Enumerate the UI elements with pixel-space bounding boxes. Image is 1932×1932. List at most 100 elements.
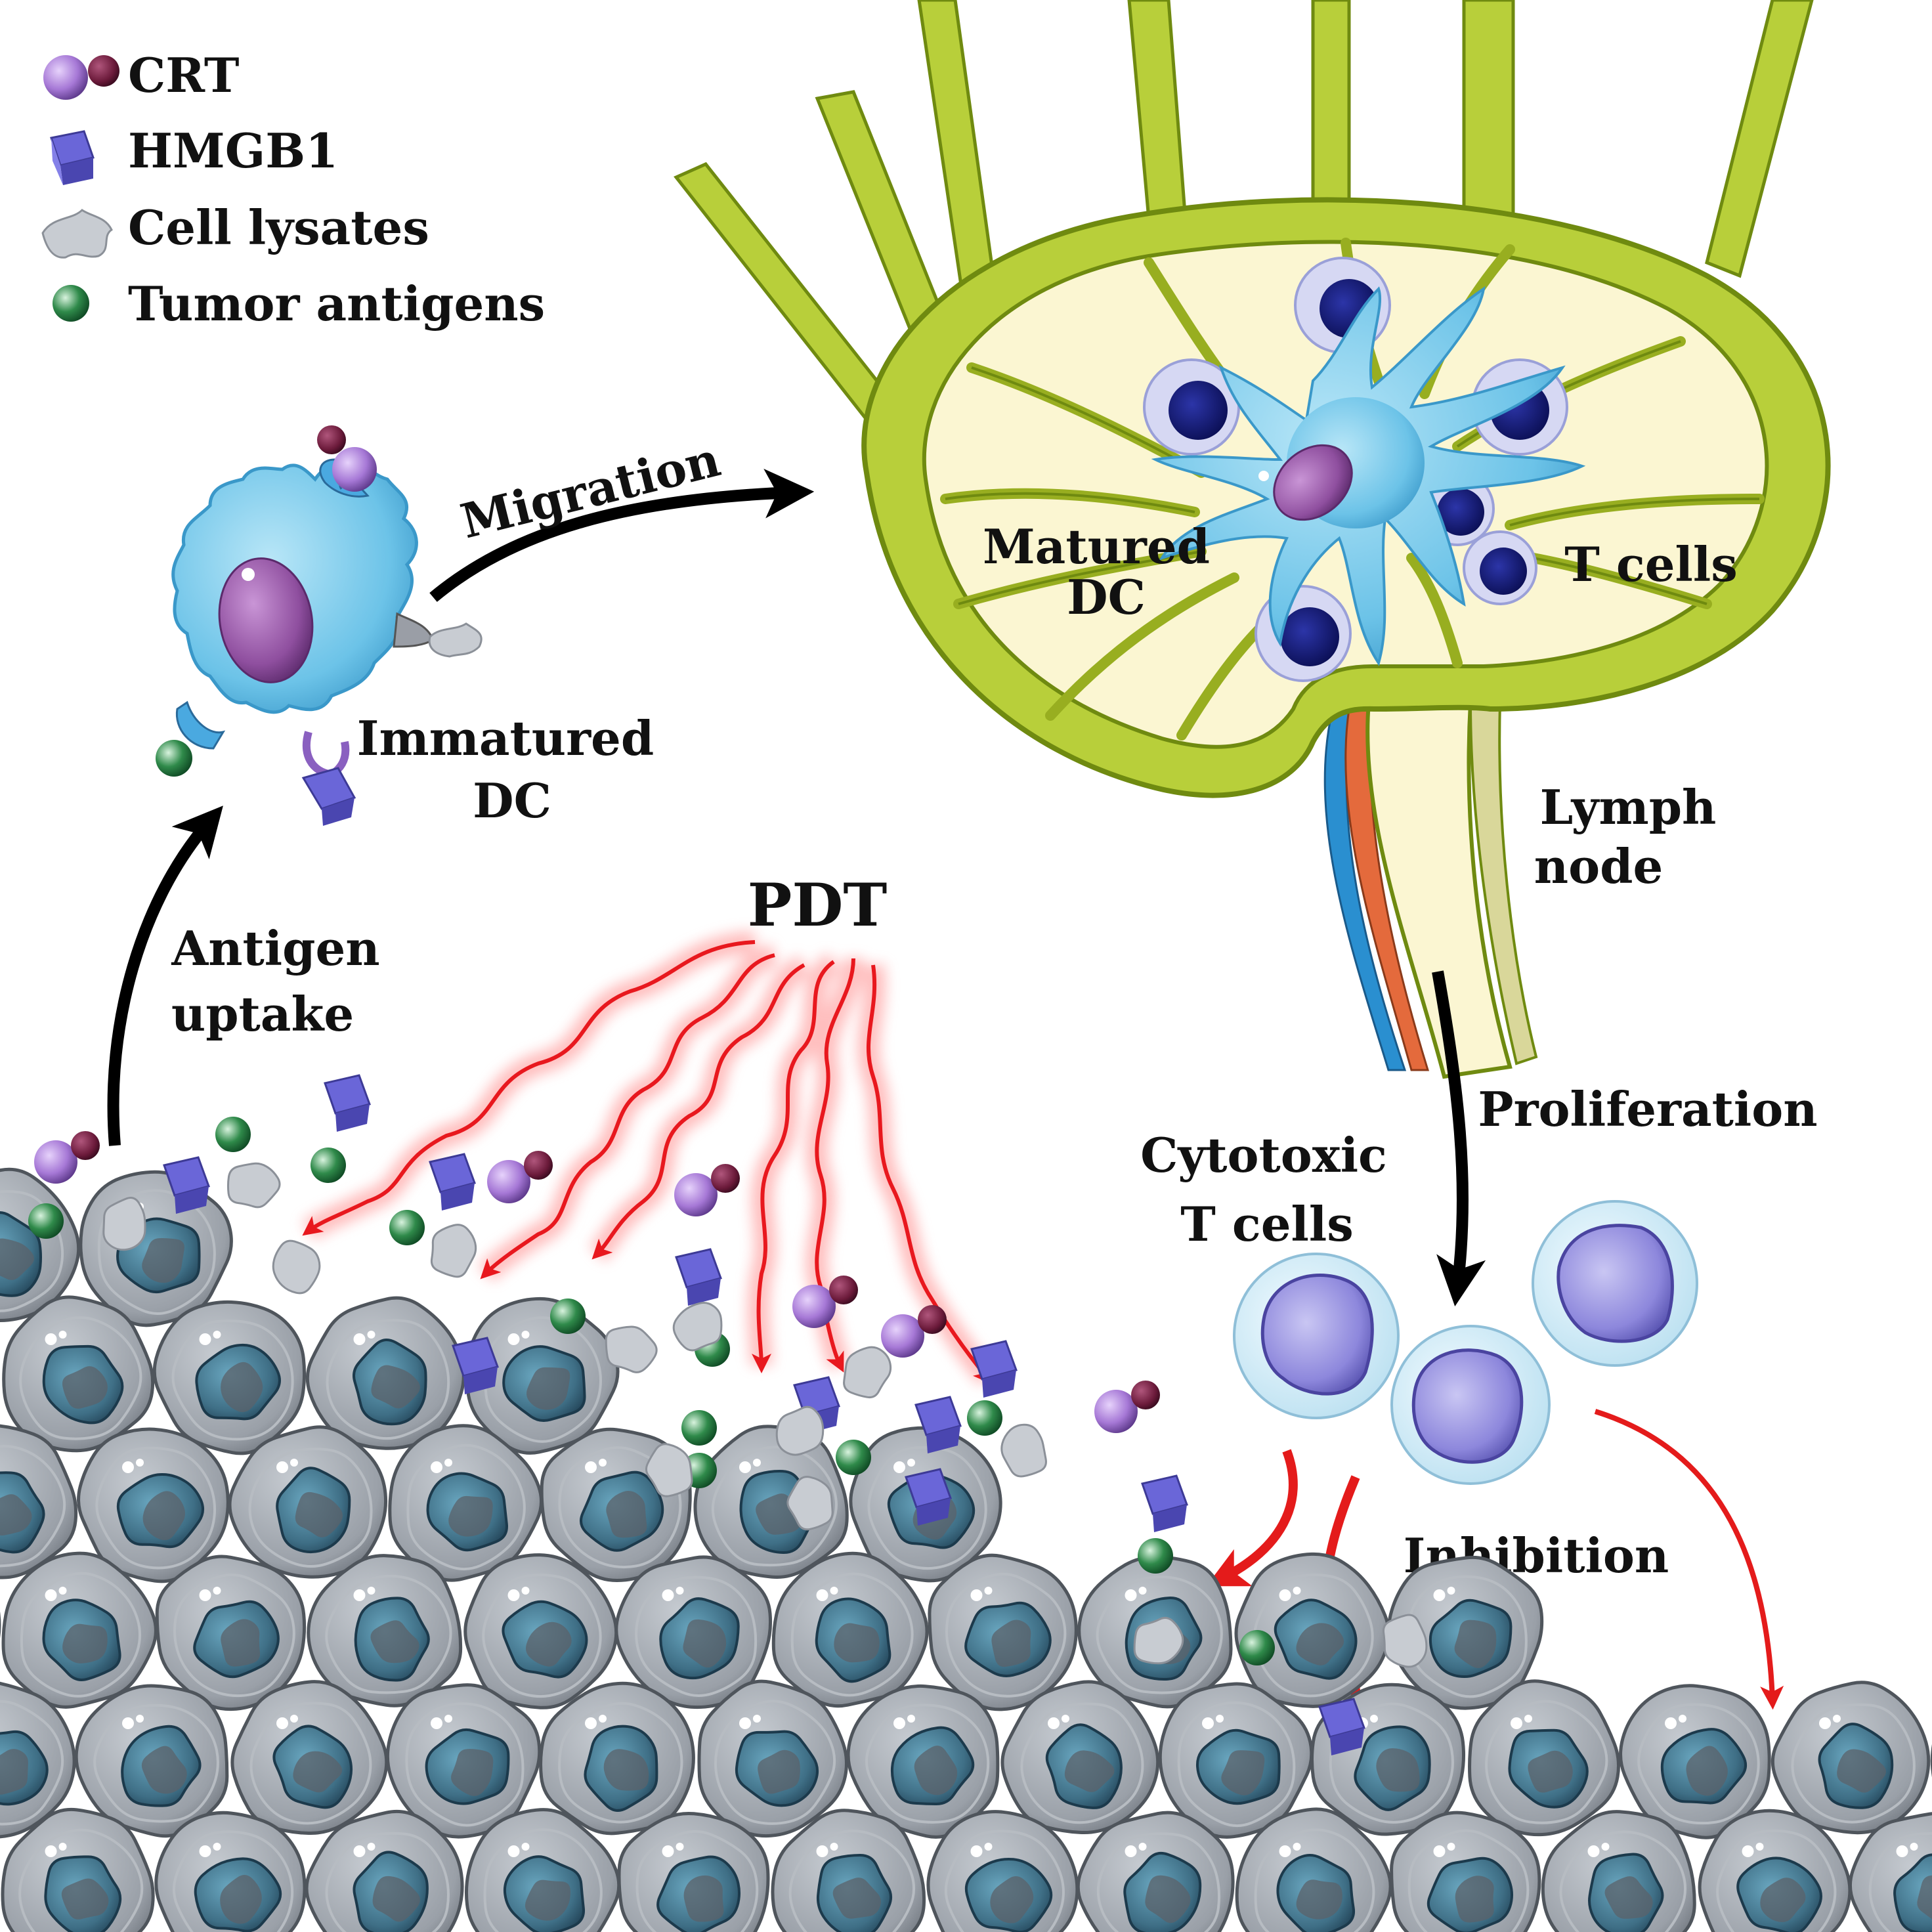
cell-lysate-particle: [843, 1346, 892, 1399]
lymph-node-label-line1: Lymph: [1540, 779, 1717, 835]
matured-dc-label-line2: DC: [1067, 569, 1146, 625]
legend-label-tumor-antigens: Tumor antigens: [128, 276, 545, 332]
tumor-cell: [2, 1295, 155, 1453]
legend-label-hmgb1: HMGB1: [128, 123, 338, 179]
inhibition-arrow: [1206, 1449, 1298, 1587]
tumor-cell: [928, 1553, 1078, 1711]
tumor-cell: [464, 1808, 621, 1932]
inhibition-arrow: [1594, 1409, 1784, 1710]
tumor-cell: [228, 1425, 388, 1579]
hmgb1-particle: [301, 767, 356, 826]
tumor-cell: [1076, 1811, 1235, 1932]
tumor-cell: [385, 1683, 542, 1839]
crt-large-particle: [332, 447, 377, 492]
tumor-antigen-particle: [836, 1440, 871, 1475]
tumor-cell: [1158, 1682, 1314, 1839]
tumor-cell: [1698, 1809, 1852, 1932]
cell-lysate-particle: [226, 1162, 281, 1209]
tumor-cell: [152, 1300, 307, 1455]
cell-lysate-particle: [272, 1239, 321, 1295]
immature-dc-label-line2: DC: [473, 773, 551, 828]
hmgb1-particle: [675, 1248, 722, 1306]
t-cell: [1463, 530, 1537, 605]
cell-lysate-particle: [428, 622, 483, 658]
tumor-cell: [154, 1811, 307, 1932]
tumor-cell: [1848, 1812, 1932, 1932]
tumor-cell: [1387, 1555, 1544, 1710]
tumor-cell: [305, 1809, 464, 1932]
tumor-cell: [1, 1551, 158, 1709]
pdt-light-rays: [302, 940, 993, 1385]
tumor-cell: [1, 1807, 155, 1932]
lysate-receptor: [393, 612, 435, 648]
t-cells-label: T cells: [1564, 536, 1738, 592]
tumor-cell: [307, 1554, 463, 1707]
crt-particle: [674, 1164, 740, 1216]
cytotoxic-t-cell: [1390, 1325, 1551, 1485]
crt-particle: [792, 1276, 858, 1328]
tumor-antigen-particle: [550, 1299, 586, 1334]
migration-label: Migration: [456, 431, 726, 549]
tumor-antigen-particle: [156, 740, 192, 777]
crt-icon: [43, 55, 119, 100]
t-cell: [1255, 585, 1352, 682]
lymph-node-label-line2: node: [1534, 838, 1664, 894]
hmgb1-particle: [970, 1340, 1018, 1398]
hmgb1-particle: [1141, 1474, 1188, 1532]
matured-dendritic-cell: [1151, 286, 1586, 666]
tumor-antigen-particle: [1138, 1538, 1173, 1574]
cell-lysate-particle: [1133, 1616, 1184, 1665]
pdt-light-ray: [867, 964, 993, 1385]
tumor-cell: [539, 1681, 695, 1835]
pdt-label: PDT: [748, 870, 888, 940]
hmgb1-particle: [452, 1337, 499, 1394]
cell-lysate-particle: [775, 1406, 825, 1456]
hmgb1-cube-icon: [50, 130, 95, 185]
immature-dendritic-cell: [156, 425, 483, 826]
blood-vessel-vein: [1323, 708, 1407, 1071]
tumor-cell: [305, 1296, 465, 1450]
tumor-cell: [1390, 1811, 1541, 1932]
cell-lysate-particle: [430, 1224, 477, 1278]
tumor-cell: [230, 1680, 389, 1835]
hmgb1-particle: [163, 1156, 210, 1214]
tumor-cell: [155, 1555, 307, 1711]
lymph-node: Matured DC T cells Lymph node: [674, 0, 1831, 1079]
tumor-cell: [926, 1810, 1079, 1932]
immature-dc-label-line1: Immatured: [357, 710, 654, 766]
crt-small-particle: [317, 425, 346, 454]
cell-lysate-particle: [672, 1302, 723, 1352]
tumor-cell: [79, 1170, 233, 1327]
efferent-lymph-shadow: [1469, 701, 1538, 1065]
tumor-cell: [1468, 1679, 1620, 1837]
migration-arrow: [429, 468, 815, 602]
matured-dc-nucleus: [1273, 444, 1353, 521]
tumor-cell: [77, 1427, 230, 1583]
proliferation-label: Proliferation: [1478, 1081, 1817, 1137]
cytotoxic-t-cell: [1532, 1200, 1698, 1367]
hmgb1-particle: [1318, 1698, 1365, 1755]
pdt-light-ray: [751, 960, 835, 1373]
antigen-uptake-label-line2: uptake: [171, 986, 354, 1042]
tumor-cell: [463, 1553, 618, 1709]
tumor-cell-nucleus: [1893, 1853, 1932, 1932]
tumor-cell: [1619, 1684, 1771, 1839]
cell-lysate-particle: [645, 1443, 693, 1497]
cell-lysate-particle: [605, 1325, 658, 1373]
tumor-cell: [1234, 1552, 1390, 1708]
tumor-cell: [1771, 1681, 1931, 1835]
tumor-cell: [614, 1555, 773, 1709]
tumor-antigen-particle: [311, 1148, 346, 1183]
tumor-cell: [74, 1684, 229, 1838]
tumor-cell: [0, 1167, 81, 1323]
legend-item-cell-lysates: Cell lysates: [41, 200, 429, 259]
antigen-receptor: [175, 700, 226, 750]
hmgb1-particle: [429, 1153, 476, 1211]
cytotoxic-label-line2: T cells: [1180, 1196, 1354, 1252]
legend-label-crt: CRT: [128, 47, 239, 103]
tumor-cell: [1000, 1680, 1160, 1835]
legend-item-crt: CRT: [43, 47, 239, 103]
legend: CRT HMGB1 Cell lysates Tumor antigens: [41, 47, 545, 332]
crt-particle: [881, 1305, 947, 1358]
